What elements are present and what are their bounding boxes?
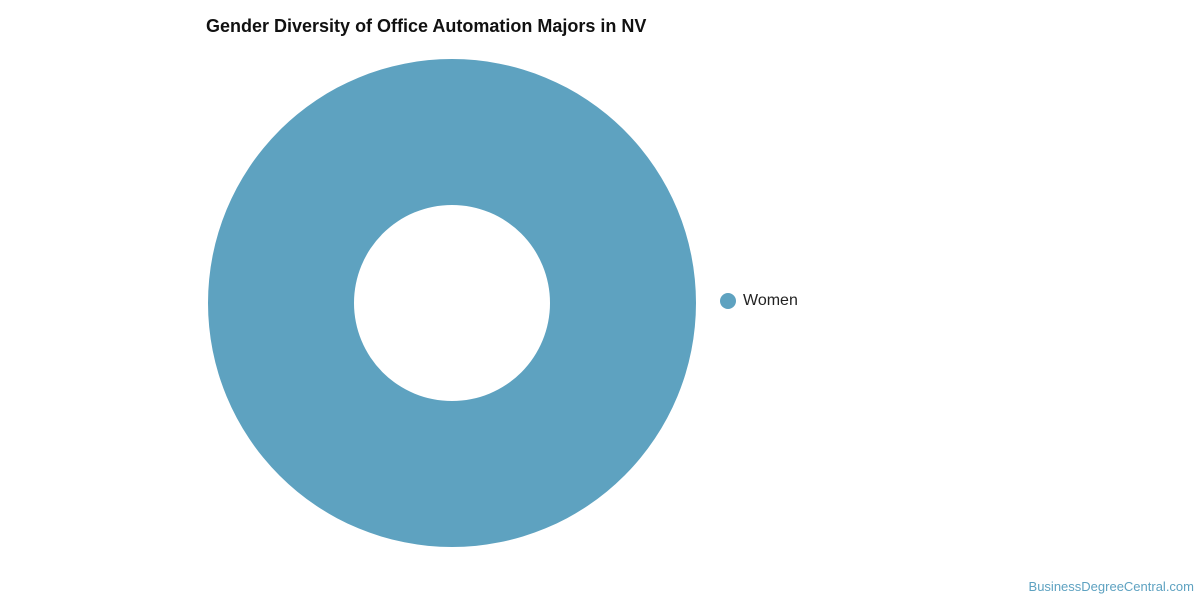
legend-label-women: Women (743, 292, 798, 309)
source-watermark[interactable]: BusinessDegreeCentral.com (1028, 579, 1194, 594)
legend-swatch-women (720, 293, 736, 309)
chart-title: Gender Diversity of Office Automation Ma… (206, 16, 647, 36)
legend: Women (720, 292, 798, 310)
donut-slice-women[interactable] (208, 59, 696, 547)
